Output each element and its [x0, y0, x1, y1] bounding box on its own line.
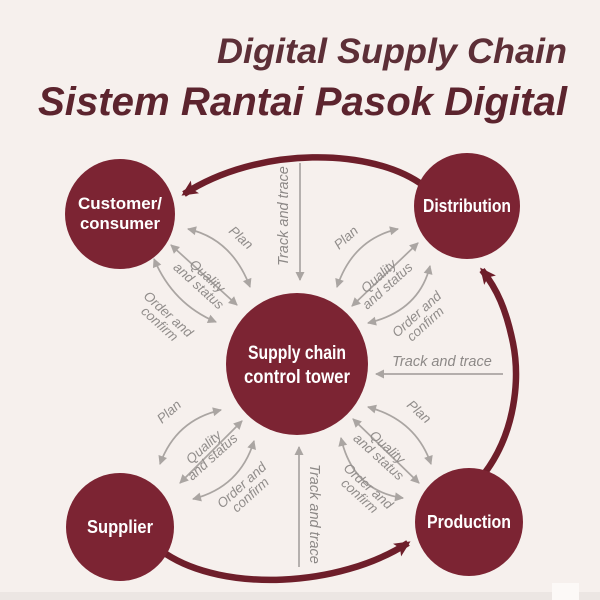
customer-circle — [65, 159, 175, 269]
order-confirm-arrow — [192, 440, 256, 502]
flow-group-customer-tower: Plan Quality and status Order and confir… — [138, 223, 256, 344]
track-trace-top: Track and trace — [276, 163, 305, 281]
production-circle — [415, 468, 523, 576]
node-customer: Customer/ consumer — [65, 159, 175, 269]
track-trace-right: Track and trace — [375, 354, 503, 379]
supplier-label: Supplier — [87, 517, 153, 537]
node-distribution: Distribution — [414, 153, 520, 259]
arrow-distribution-to-customer — [181, 154, 426, 197]
title-english: Digital Supply Chain — [217, 32, 567, 71]
track-trace-bottom: Track and trace — [294, 446, 322, 567]
supplier-circle — [66, 473, 174, 581]
distribution-circle — [414, 153, 520, 259]
arrow-supplier-to-production — [164, 540, 411, 584]
order-confirm-arrow — [338, 437, 404, 502]
control-tower-label-line2: control tower — [244, 367, 351, 388]
order-confirm-arrow — [367, 265, 433, 326]
control-tower-circle — [226, 293, 368, 435]
order-confirm-arrow — [152, 258, 217, 324]
production-label: Production — [427, 512, 511, 532]
track-trace-label-right: Track and trace — [392, 354, 492, 370]
watermark-block — [552, 583, 579, 600]
track-trace-label-top: Track and trace — [276, 166, 292, 266]
distribution-label: Distribution — [423, 196, 511, 216]
bottom-edge-strip — [0, 592, 600, 600]
arrow-production-to-distribution — [479, 267, 520, 476]
node-control-tower: Supply chain control tower — [226, 293, 368, 435]
customer-label-line1: Customer/ — [78, 194, 162, 213]
node-supplier: Supplier — [66, 473, 174, 581]
track-trace-label-bottom: Track and trace — [306, 464, 322, 564]
control-tower-label-line1: Supply chain — [248, 343, 346, 364]
node-production: Production — [415, 468, 523, 576]
title-indonesian: Sistem Rantai Pasok Digital — [38, 80, 568, 124]
customer-label-line2: consumer — [80, 214, 160, 233]
